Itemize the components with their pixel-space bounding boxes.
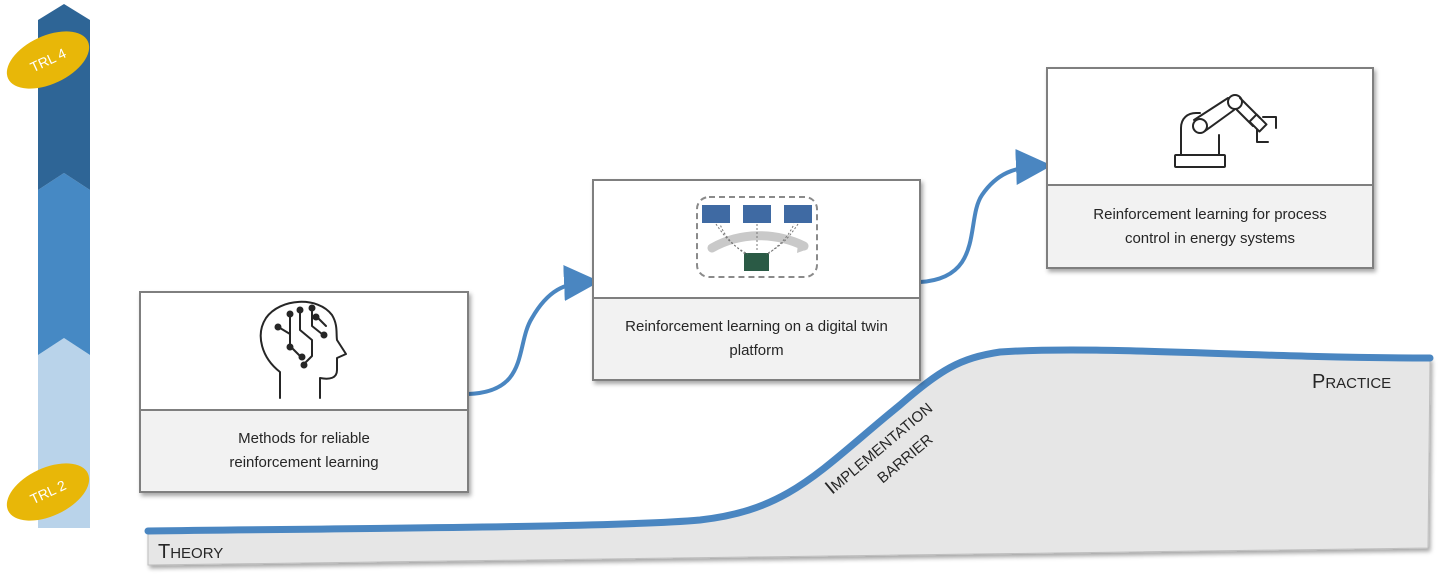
arrow-card2-to-card3 [919,148,1052,284]
trl-scale: TRL 4 TRL 2 [6,4,90,528]
maturity-curve-line [144,346,1434,535]
robot-arm-icon [1174,94,1277,168]
card-reliable-rl: Methods for reliable reinforcement learn… [139,291,469,493]
card-process-control: Reinforcement learning for process contr… [1046,67,1374,269]
trl-2-badge: TRL 2 [6,463,90,521]
practice-label: PRACTICE [1312,371,1391,393]
trl-4-badge: TRL 4 [6,31,90,89]
arrow-card1-to-card2 [467,265,600,396]
card-process-control-text: Reinforcement learning for process contr… [1093,205,1327,247]
card-digital-twin-text: Reinforcement learning on a digital twin… [625,318,888,359]
brain-circuit-icon [259,300,347,399]
theory-label: THEORY [158,541,223,563]
digital-twin-icon [696,196,818,278]
trl-segment-middle [38,173,90,355]
card-reliable-rl-text: Methods for reliable reinforcement learn… [229,430,379,471]
card-digital-twin: Reinforcement learning on a digital twin… [592,179,921,381]
theory-practice-area: THEORY PRACTICE IMPLEMENTATION BARRIER [144,346,1434,566]
